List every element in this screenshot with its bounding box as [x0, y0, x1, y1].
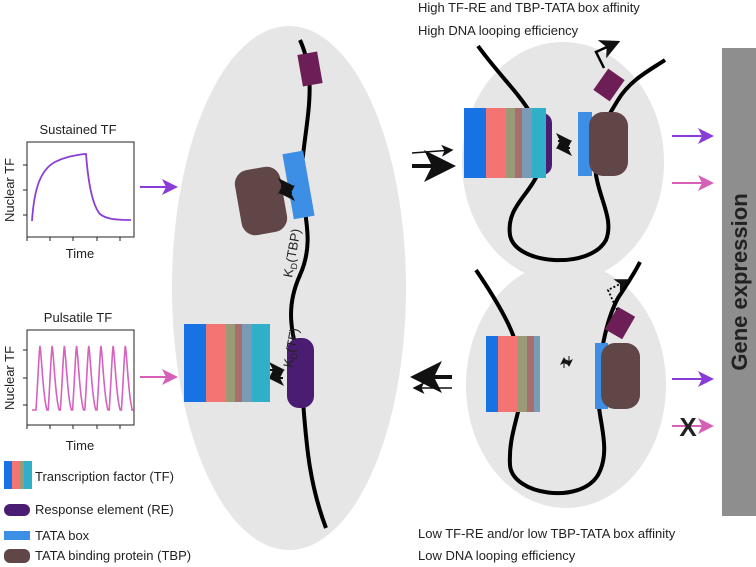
bottom-right-panel: Low TF-RE and/or low TBP-TATA box affini… — [410, 261, 714, 563]
top-tata-box — [578, 112, 592, 176]
kd-tbp-label: KD(TBP) — [280, 228, 305, 279]
legend-label-tbp: TATA binding protein (TBP) — [35, 548, 191, 563]
bottom-binding-arrows — [560, 356, 573, 368]
tf-binding-arrows — [268, 362, 285, 386]
legend-label-re: Response element (RE) — [35, 502, 174, 517]
bottom-promoter — [604, 306, 636, 340]
response-element-icon — [4, 504, 30, 516]
kd-tf-label: KD(TF) — [280, 327, 304, 369]
pulsatile-curve — [32, 345, 134, 411]
central-ellipse: KD(TBP) KD(TF) — [172, 26, 406, 550]
promoter-element — [297, 51, 323, 87]
tata-box-icon — [4, 531, 30, 540]
gene-expression-bar: Gene expression — [722, 48, 756, 516]
pulsatile-xlabel: Time — [66, 438, 94, 453]
pulsatile-plot-title: Pulsatile TF — [44, 310, 112, 325]
sustained-tf-plot: Sustained TF Time Nuclear TF — [2, 122, 135, 261]
bottom-tbp — [601, 343, 640, 409]
sustained-plot-title: Sustained TF — [39, 122, 116, 137]
transcription-factor-central — [184, 324, 270, 402]
sustained-ylabel: Nuclear TF — [2, 158, 17, 222]
pulsatile-ylabel: Nuclear TF — [2, 346, 17, 410]
bottom-right-line1: Low TF-RE and/or low TBP-TATA box affini… — [418, 526, 676, 541]
bottom-transcription-factor — [486, 336, 540, 412]
gene-expression-label: Gene expression — [727, 193, 752, 370]
tata-box — [282, 150, 315, 220]
sustained-curve — [31, 153, 132, 222]
transcription-factor-icon — [4, 461, 32, 489]
top-right-panel: High TF-RE and TBP-TATA box affinity Hig… — [411, 0, 714, 282]
tbp-protein — [234, 166, 288, 236]
top-tbp — [589, 112, 628, 176]
bottom-right-line2: Low DNA looping efficiency — [418, 548, 576, 563]
legend: Transcription factor (TF) Response eleme… — [4, 461, 191, 563]
legend-label-tata: TATA box — [35, 528, 90, 543]
bottom-dotted-transcription-arrow — [606, 279, 630, 311]
response-element — [287, 338, 314, 408]
top-right-line1: High TF-RE and TBP-TATA box affinity — [418, 0, 640, 15]
top-right-line2: High DNA looping efficiency — [418, 23, 579, 38]
central-dna-strand — [289, 39, 328, 529]
sustained-xlabel: Time — [66, 246, 94, 261]
top-promoter — [593, 68, 625, 102]
tbp-binding-arrows — [278, 178, 295, 201]
blocked-x-mark: X — [679, 412, 697, 442]
pulsatile-tf-plot: Pulsatile TF Time Nuclear TF — [2, 310, 135, 453]
legend-label-tf: Transcription factor (TF) — [35, 469, 174, 484]
top-transcription-factor — [464, 108, 546, 178]
top-binding-arrows — [556, 133, 572, 156]
tbp-icon — [4, 549, 30, 563]
top-transcription-arrow — [594, 40, 621, 69]
